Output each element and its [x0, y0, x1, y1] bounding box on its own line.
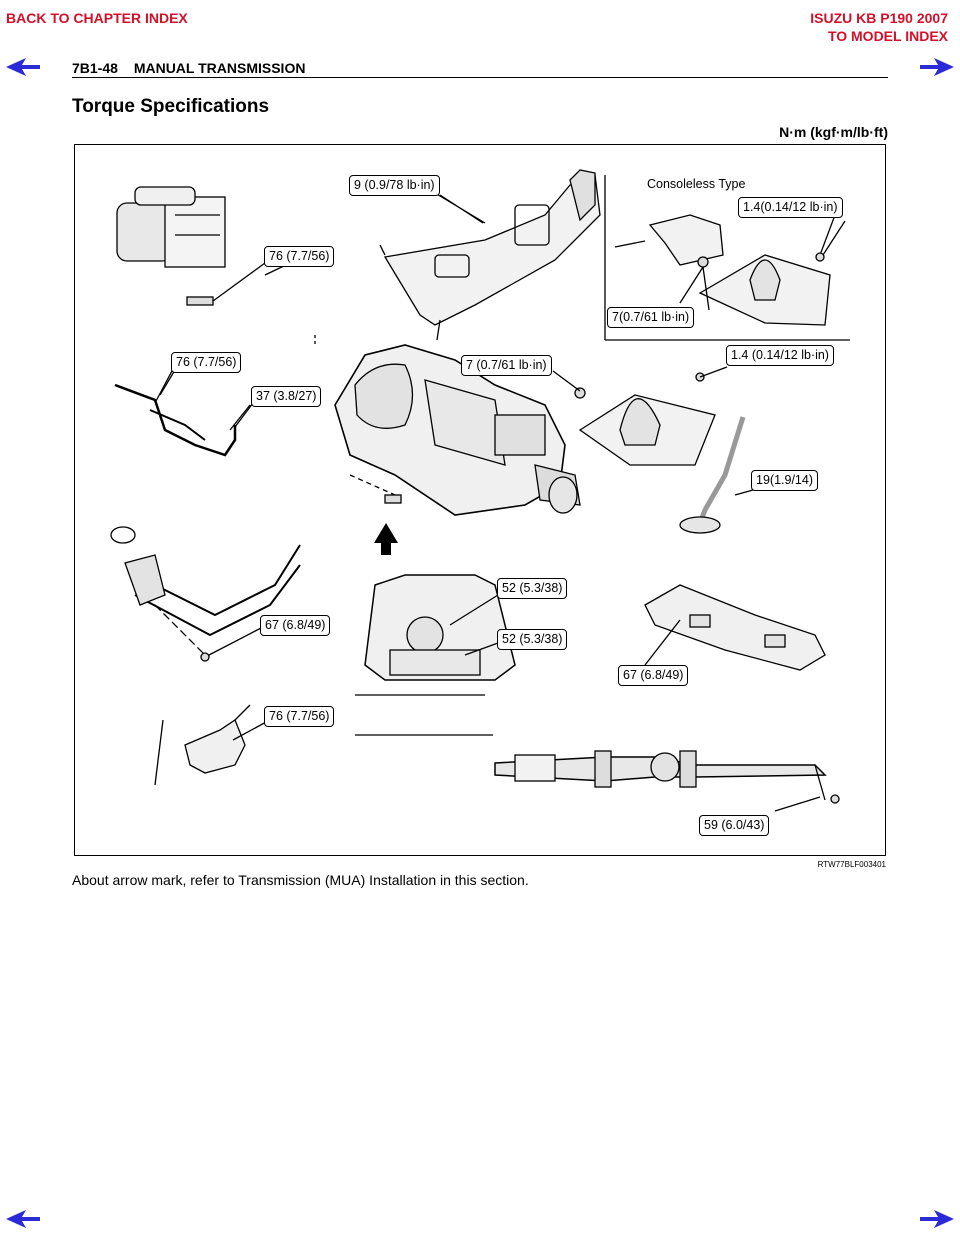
torque-callout: 1.4(0.14/12 lb·in)	[738, 197, 843, 218]
torque-units: N·m (kgf·m/lb·ft)	[779, 124, 888, 140]
section-name: MANUAL TRANSMISSION	[133, 60, 306, 76]
model-title-link[interactable]: ISUZU KB P190 2007	[810, 10, 948, 26]
torque-callout: 52 (5.3/38)	[497, 578, 568, 599]
torque-callout: 52 (5.3/38)	[497, 629, 568, 650]
torque-callout: 76 (7.7/56)	[171, 352, 242, 373]
torque-callout: 37 (3.8/27)	[251, 386, 322, 407]
previous-page-arrow-bottom-icon[interactable]	[6, 1210, 40, 1228]
next-page-arrow-icon[interactable]	[920, 58, 954, 76]
torque-callout: 19(1.9/14)	[751, 470, 818, 491]
transmission-parts-illustration	[110, 169, 850, 812]
torque-callout: 67 (6.8/49)	[618, 665, 689, 686]
torque-callout: 67 (6.8/49)	[260, 615, 331, 636]
torque-callout: 7(0.7/61 lb·in)	[607, 307, 695, 328]
torque-callout: 1.4 (0.14/12 lb·in)	[726, 345, 834, 366]
page-title: Torque Specifications	[72, 96, 270, 117]
torque-callout: 76 (7.7/56)	[264, 246, 335, 267]
torque-callout: 7 (0.7/61 lb·in)	[461, 355, 552, 376]
back-to-chapter-index-link[interactable]: BACK TO CHAPTER INDEX	[6, 10, 188, 26]
page-header: 7B1-48 MANUAL TRANSMISSION	[72, 60, 317, 76]
to-model-index-link[interactable]: TO MODEL INDEX	[827, 28, 948, 44]
torque-callout: 59 (6.0/43)	[699, 815, 770, 836]
header-rule	[72, 77, 888, 78]
page-number: 7B1-48	[72, 60, 118, 76]
torque-specifications-figure: Consoleless Type 9 (0.9/78 lb·in) 76 (7.…	[74, 144, 886, 856]
figure-id: RTW77BLF003401	[817, 860, 886, 869]
torque-callout: 76 (7.7/56)	[264, 706, 335, 727]
previous-page-arrow-icon[interactable]	[6, 58, 40, 76]
consoleless-type-label: Consoleless Type	[647, 177, 746, 191]
torque-callout: 9 (0.9/78 lb·in)	[349, 175, 440, 196]
next-page-arrow-bottom-icon[interactable]	[920, 1210, 954, 1228]
arrow-mark-note: About arrow mark, refer to Transmission …	[72, 872, 529, 888]
